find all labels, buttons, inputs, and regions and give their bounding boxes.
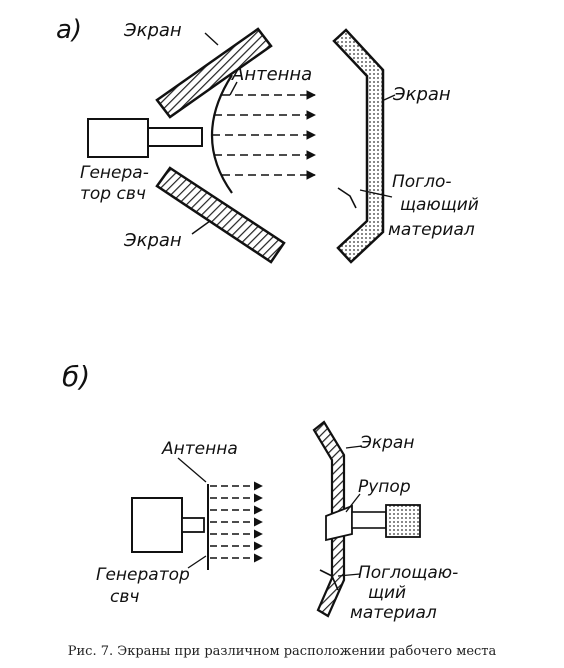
panel-a-screen-bottom <box>155 166 286 264</box>
panel-b-antenna-label: Антенна <box>161 439 238 459</box>
panel-b-receiver-box <box>385 504 421 538</box>
panel-a-antenna-label: Антенна <box>231 64 312 85</box>
panel-a-waveguide <box>147 127 203 147</box>
panel-b-absorbing-label-3: материал <box>350 603 437 623</box>
panel-a-absorbing-label-2: щающий <box>400 195 479 215</box>
panel-a-screen-right <box>332 28 385 264</box>
panel-b-screen <box>312 420 346 618</box>
panel-a-absorbing-marker <box>337 187 357 209</box>
panel-a-radiation-arrows <box>212 90 316 180</box>
panel-b-leaders <box>177 445 363 577</box>
panel-b: б) <box>62 360 458 623</box>
panel-a-absorbing-label-3: материал <box>388 220 475 240</box>
panel-a-screen-top-label: Экран <box>123 20 182 41</box>
panel-a-label: а) <box>56 15 82 45</box>
panel-a-leaders <box>191 32 396 235</box>
panel-b-horn-label: Рупор <box>358 477 411 497</box>
panel-b-absorbing-label-2: щий <box>368 583 406 603</box>
panel-b-generator-label-2: свч <box>110 587 139 607</box>
panel-b-label: б) <box>62 360 90 393</box>
panel-a-screen-right-label: Экран <box>392 84 451 105</box>
panel-a: а) Экран Антенн <box>56 15 479 264</box>
panel-b-generator-label-1: Генератор <box>96 565 190 585</box>
panel-b-generator-box <box>131 497 183 553</box>
panel-a-generator-label-1: Генера- <box>80 163 149 183</box>
panel-b-absorbing-label-1: Поглощаю- <box>358 563 458 583</box>
panel-b-screen-label: Экран <box>359 433 414 453</box>
panel-a-screen-top <box>155 27 273 119</box>
panel-b-radiation-arrows <box>210 481 263 563</box>
panel-b-waveguide <box>181 517 205 533</box>
panel-b-absorbing-marker <box>319 569 339 591</box>
panel-a-absorbing-label-1: Погло- <box>392 172 452 192</box>
panel-b-horn <box>325 504 353 542</box>
figure-caption: Рис. 7. Экраны при различном расположени… <box>68 644 497 659</box>
panel-a-generator-label-2: тор свч <box>80 184 146 204</box>
panel-a-generator-box <box>87 118 149 158</box>
panel-b-horn-feed <box>351 511 387 529</box>
panel-a-screen-bottom-label: Экран <box>123 230 182 251</box>
